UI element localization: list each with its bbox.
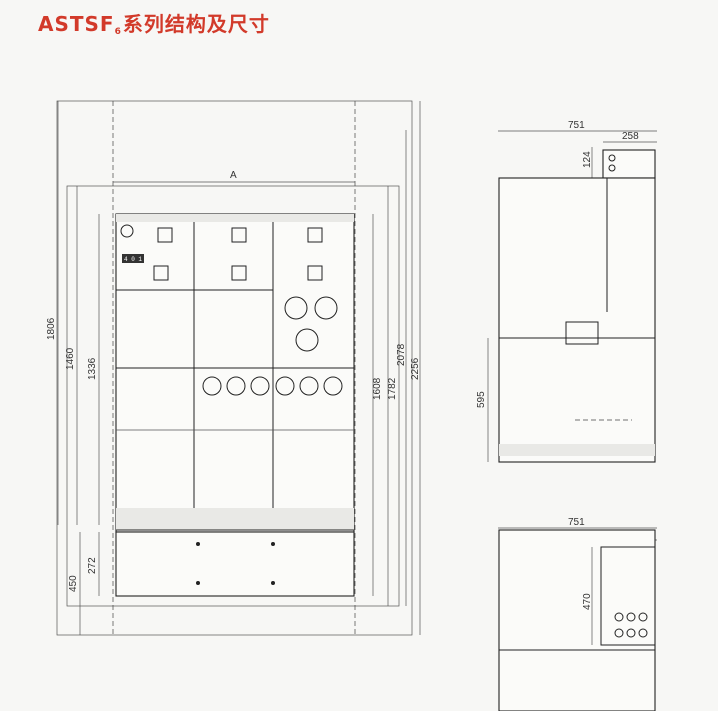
dim-1806: 1806 <box>46 317 57 340</box>
indicator-2 <box>231 227 247 243</box>
knob <box>608 154 616 162</box>
front-view: A 4 0 1 <box>46 100 421 636</box>
cable-hole <box>614 612 624 622</box>
bushing-5 <box>299 376 319 396</box>
nameplate-text: 4 0 1 <box>124 256 142 263</box>
dim-1336: 1336 <box>87 357 98 380</box>
page-title: ASTSF6系列结构及尺寸 <box>38 8 270 37</box>
bolt <box>196 542 200 546</box>
dim-450: 450 <box>68 575 79 592</box>
bushing-4 <box>275 376 295 396</box>
dim-124: 124 <box>582 151 593 168</box>
cable-window-2 <box>314 296 338 320</box>
dim-1782: 1782 <box>387 377 398 400</box>
indicator-3 <box>307 227 323 243</box>
cabinet-body <box>115 213 355 533</box>
indicator-5 <box>231 265 247 281</box>
indicator-6 <box>307 265 323 281</box>
dim-751-bottom: 751 <box>568 517 585 528</box>
side-top-box <box>602 149 656 179</box>
side-view-top: 751 258 124 595 <box>476 120 657 463</box>
cable-window-1 <box>284 296 308 320</box>
dim-258: 258 <box>622 131 639 142</box>
bolt <box>271 542 275 546</box>
indicator-1 <box>157 227 173 243</box>
bolt <box>196 581 200 585</box>
dim-label-a: A <box>230 170 237 181</box>
dim-272: 272 <box>87 557 98 574</box>
side-view-bottom: 751 280 470 <box>498 517 657 711</box>
cable-hole <box>614 628 624 638</box>
cable-hole <box>626 612 636 622</box>
bottom-terminal-strip <box>116 508 354 530</box>
side-body <box>498 177 656 463</box>
cabinet-base <box>115 531 355 597</box>
dim-2256: 2256 <box>410 357 421 380</box>
cable-window-3 <box>295 328 319 352</box>
bushing-3 <box>250 376 270 396</box>
bushing-1 <box>202 376 222 396</box>
earth-switch-icon <box>120 224 134 238</box>
side-bottom-strip <box>499 444 655 456</box>
title-subscript: 6 <box>114 27 122 37</box>
side-bottom-box <box>600 546 656 646</box>
dim-470: 470 <box>582 593 593 610</box>
indicator-4 <box>153 265 169 281</box>
nameplate <box>122 254 144 263</box>
dim-2078: 2078 <box>396 343 407 366</box>
dim-1460: 1460 <box>65 347 76 370</box>
outer-clearance-frame <box>56 100 413 636</box>
cable-hole <box>638 628 648 638</box>
bushing-6 <box>323 376 343 396</box>
cable-hole <box>626 628 636 638</box>
inner-clearance-frame <box>66 185 400 607</box>
title-suffix: 系列结构及尺寸 <box>122 12 270 36</box>
dim-595: 595 <box>476 391 487 408</box>
title-prefix: ASTSF <box>38 12 115 36</box>
dim-1608: 1608 <box>372 377 383 400</box>
cable-hole <box>638 612 648 622</box>
bolt <box>271 581 275 585</box>
cabinet-top-rail <box>116 214 354 222</box>
bushing-2 <box>226 376 246 396</box>
knob <box>608 164 616 172</box>
side-mechanism <box>565 321 599 345</box>
dim-751-top: 751 <box>568 120 585 131</box>
